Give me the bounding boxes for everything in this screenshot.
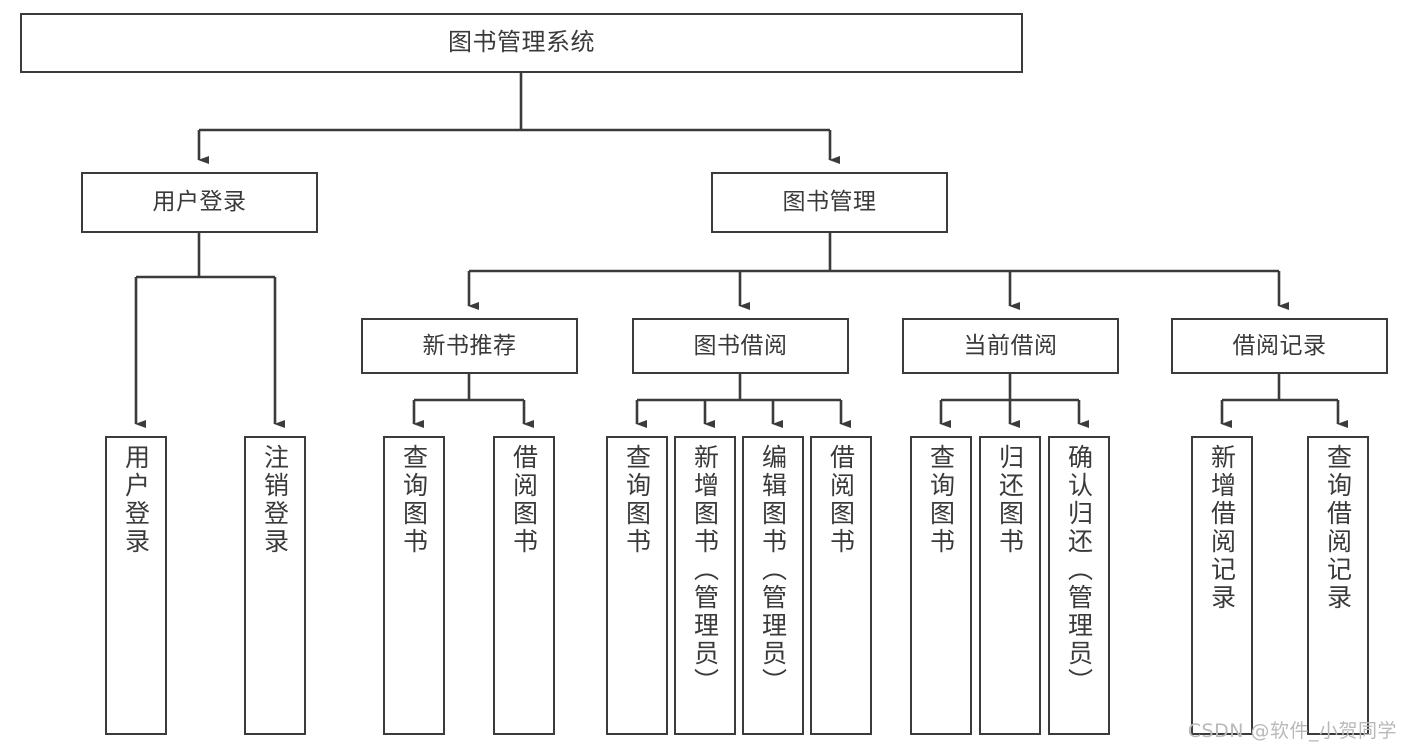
node-label: 查询图书 xyxy=(622,444,652,556)
node-current-borrow[interactable]: 当前借阅 xyxy=(902,318,1119,374)
leaf-current-borrow-query-book[interactable]: 查询图书 xyxy=(910,436,972,735)
node-label: 确认归还（管理员） xyxy=(1064,444,1094,696)
node-label: 当前借阅 xyxy=(963,332,1058,359)
leaf-borrow-record-add-record[interactable]: 新增借阅记录 xyxy=(1191,436,1253,735)
node-label: 用户登录 xyxy=(152,189,247,216)
node-label: 查询图书 xyxy=(926,444,956,556)
node-label: 新书推荐 xyxy=(422,332,517,359)
leaf-book-borrow-add-book-admin[interactable]: 新增图书（管理员） xyxy=(674,436,736,735)
leaf-new-book-borrow-book[interactable]: 借阅图书 xyxy=(493,436,555,735)
node-label: 图书管理系统 xyxy=(448,28,595,57)
leaf-book-borrow-borrow-book[interactable]: 借阅图书 xyxy=(810,436,872,735)
leaf-user-login-login[interactable]: 用户登录 xyxy=(105,436,167,735)
node-new-book-recommend[interactable]: 新书推荐 xyxy=(361,318,578,374)
node-label: 编辑图书（管理员） xyxy=(758,444,788,696)
leaf-current-borrow-confirm-return-admin[interactable]: 确认归还（管理员） xyxy=(1048,436,1110,735)
node-book-borrow[interactable]: 图书借阅 xyxy=(632,318,849,374)
leaf-borrow-record-query-record[interactable]: 查询借阅记录 xyxy=(1307,436,1369,735)
node-label: 新增借阅记录 xyxy=(1207,444,1237,612)
node-label: 新增图书（管理员） xyxy=(690,444,720,696)
node-label: 归还图书 xyxy=(995,444,1025,556)
node-label: 图书借阅 xyxy=(693,332,788,359)
leaf-book-borrow-edit-book-admin[interactable]: 编辑图书（管理员） xyxy=(742,436,804,735)
node-label: 借阅图书 xyxy=(826,444,856,556)
node-book-management[interactable]: 图书管理 xyxy=(711,172,948,233)
node-label: 借阅记录 xyxy=(1232,332,1327,359)
watermark-text: CSDN @软件_小贺同学 xyxy=(1187,720,1397,742)
node-borrow-record[interactable]: 借阅记录 xyxy=(1171,318,1388,374)
node-label: 查询图书 xyxy=(399,444,429,556)
node-user-login[interactable]: 用户登录 xyxy=(81,172,318,233)
node-label: 查询借阅记录 xyxy=(1323,444,1353,612)
node-label: 图书管理 xyxy=(782,189,877,216)
leaf-user-login-logout[interactable]: 注销登录 xyxy=(244,436,306,735)
leaf-new-book-query-book[interactable]: 查询图书 xyxy=(383,436,445,735)
node-label: 注销登录 xyxy=(260,444,290,556)
node-label: 用户登录 xyxy=(121,444,151,556)
leaf-book-borrow-query-book[interactable]: 查询图书 xyxy=(606,436,668,735)
node-label: 借阅图书 xyxy=(509,444,539,556)
leaf-current-borrow-return-book[interactable]: 归还图书 xyxy=(979,436,1041,735)
node-root-book-management-system[interactable]: 图书管理系统 xyxy=(20,13,1023,73)
